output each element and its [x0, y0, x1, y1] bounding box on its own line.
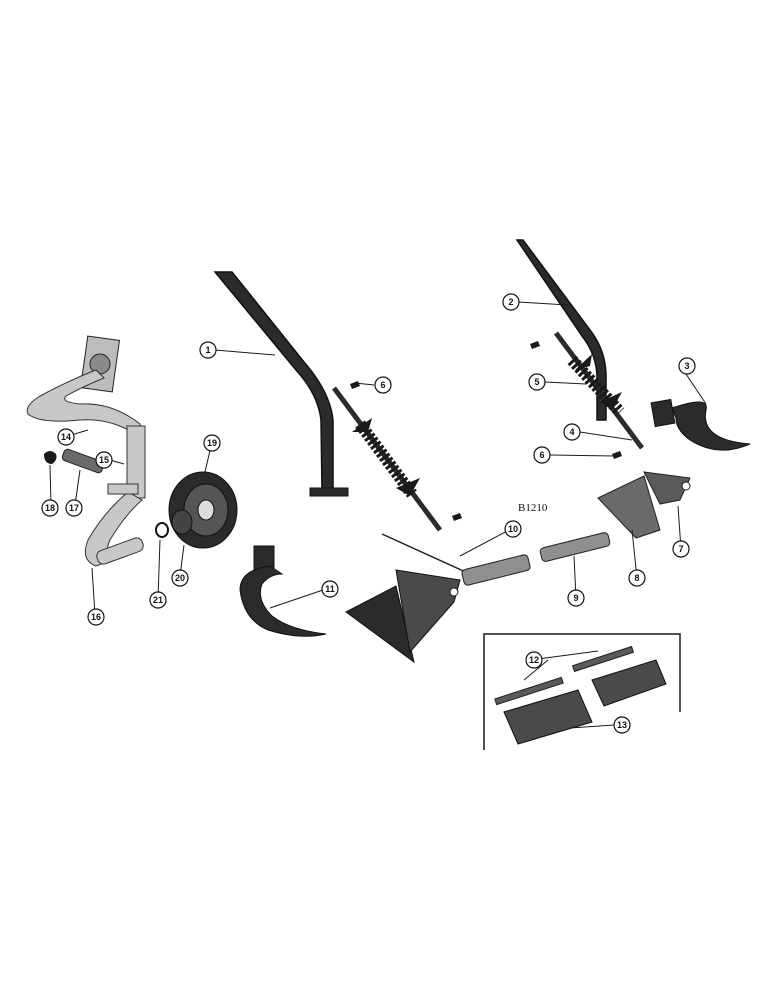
- svg-text:19: 19: [207, 438, 217, 448]
- shank-part-1: [213, 271, 349, 497]
- svg-text:9: 9: [573, 593, 578, 603]
- callout-10: 10: [504, 520, 522, 538]
- svg-text:7: 7: [678, 544, 683, 554]
- svg-text:5: 5: [534, 377, 539, 387]
- callout-12: 12: [525, 651, 543, 669]
- callout-1: 1: [199, 341, 217, 359]
- callout-7: 7: [672, 540, 690, 558]
- svg-text:1: 1: [205, 345, 210, 355]
- shank-part-2: [515, 239, 607, 421]
- svg-text:11: 11: [325, 584, 335, 594]
- callout-9: 9: [567, 589, 585, 607]
- callout-19: 19: [203, 434, 221, 452]
- callout-15: 15: [95, 451, 113, 469]
- svg-text:12: 12: [529, 655, 539, 665]
- bracket-assembly-left: [26, 335, 238, 567]
- callout-4: 4: [563, 423, 581, 441]
- inset-box: [483, 633, 681, 750]
- shovel-part-3: [650, 398, 751, 451]
- svg-text:2: 2: [508, 297, 513, 307]
- svg-text:14: 14: [61, 432, 71, 442]
- callout-18: 18: [41, 499, 59, 517]
- callout-3: 3: [678, 357, 696, 375]
- callout-14: 14: [57, 428, 75, 446]
- callout-13: 13: [613, 716, 631, 734]
- callout-20: 20: [171, 569, 189, 587]
- svg-text:4: 4: [569, 427, 574, 437]
- svg-text:8: 8: [634, 573, 639, 583]
- spring-rod-part-4-5: [530, 331, 645, 450]
- leader-lines: [49, 301, 707, 729]
- svg-text:13: 13: [617, 720, 627, 730]
- figure-code: B1210: [518, 502, 548, 514]
- sweep-assembly: [345, 471, 691, 664]
- svg-text:6: 6: [380, 380, 385, 390]
- callout-11: 11: [321, 580, 339, 598]
- callout-8: 8: [628, 569, 646, 587]
- svg-text:21: 21: [153, 595, 163, 605]
- svg-text:10: 10: [508, 524, 518, 534]
- callout-21: 21: [149, 591, 167, 609]
- callout-17: 17: [65, 499, 83, 517]
- callout-6-right: 6: [533, 446, 551, 464]
- shovel-part-11: [239, 545, 327, 637]
- spring-rod-left: [331, 381, 622, 532]
- svg-text:15: 15: [99, 455, 109, 465]
- svg-text:6: 6: [539, 450, 544, 460]
- svg-text:3: 3: [684, 361, 689, 371]
- svg-text:16: 16: [91, 612, 101, 622]
- callout-16: 16: [87, 608, 105, 626]
- callout-6-left: 6: [374, 376, 392, 394]
- callout-5: 5: [528, 373, 546, 391]
- svg-text:17: 17: [69, 503, 79, 513]
- svg-text:20: 20: [175, 573, 185, 583]
- svg-text:18: 18: [45, 503, 55, 513]
- callout-2: 2: [502, 293, 520, 311]
